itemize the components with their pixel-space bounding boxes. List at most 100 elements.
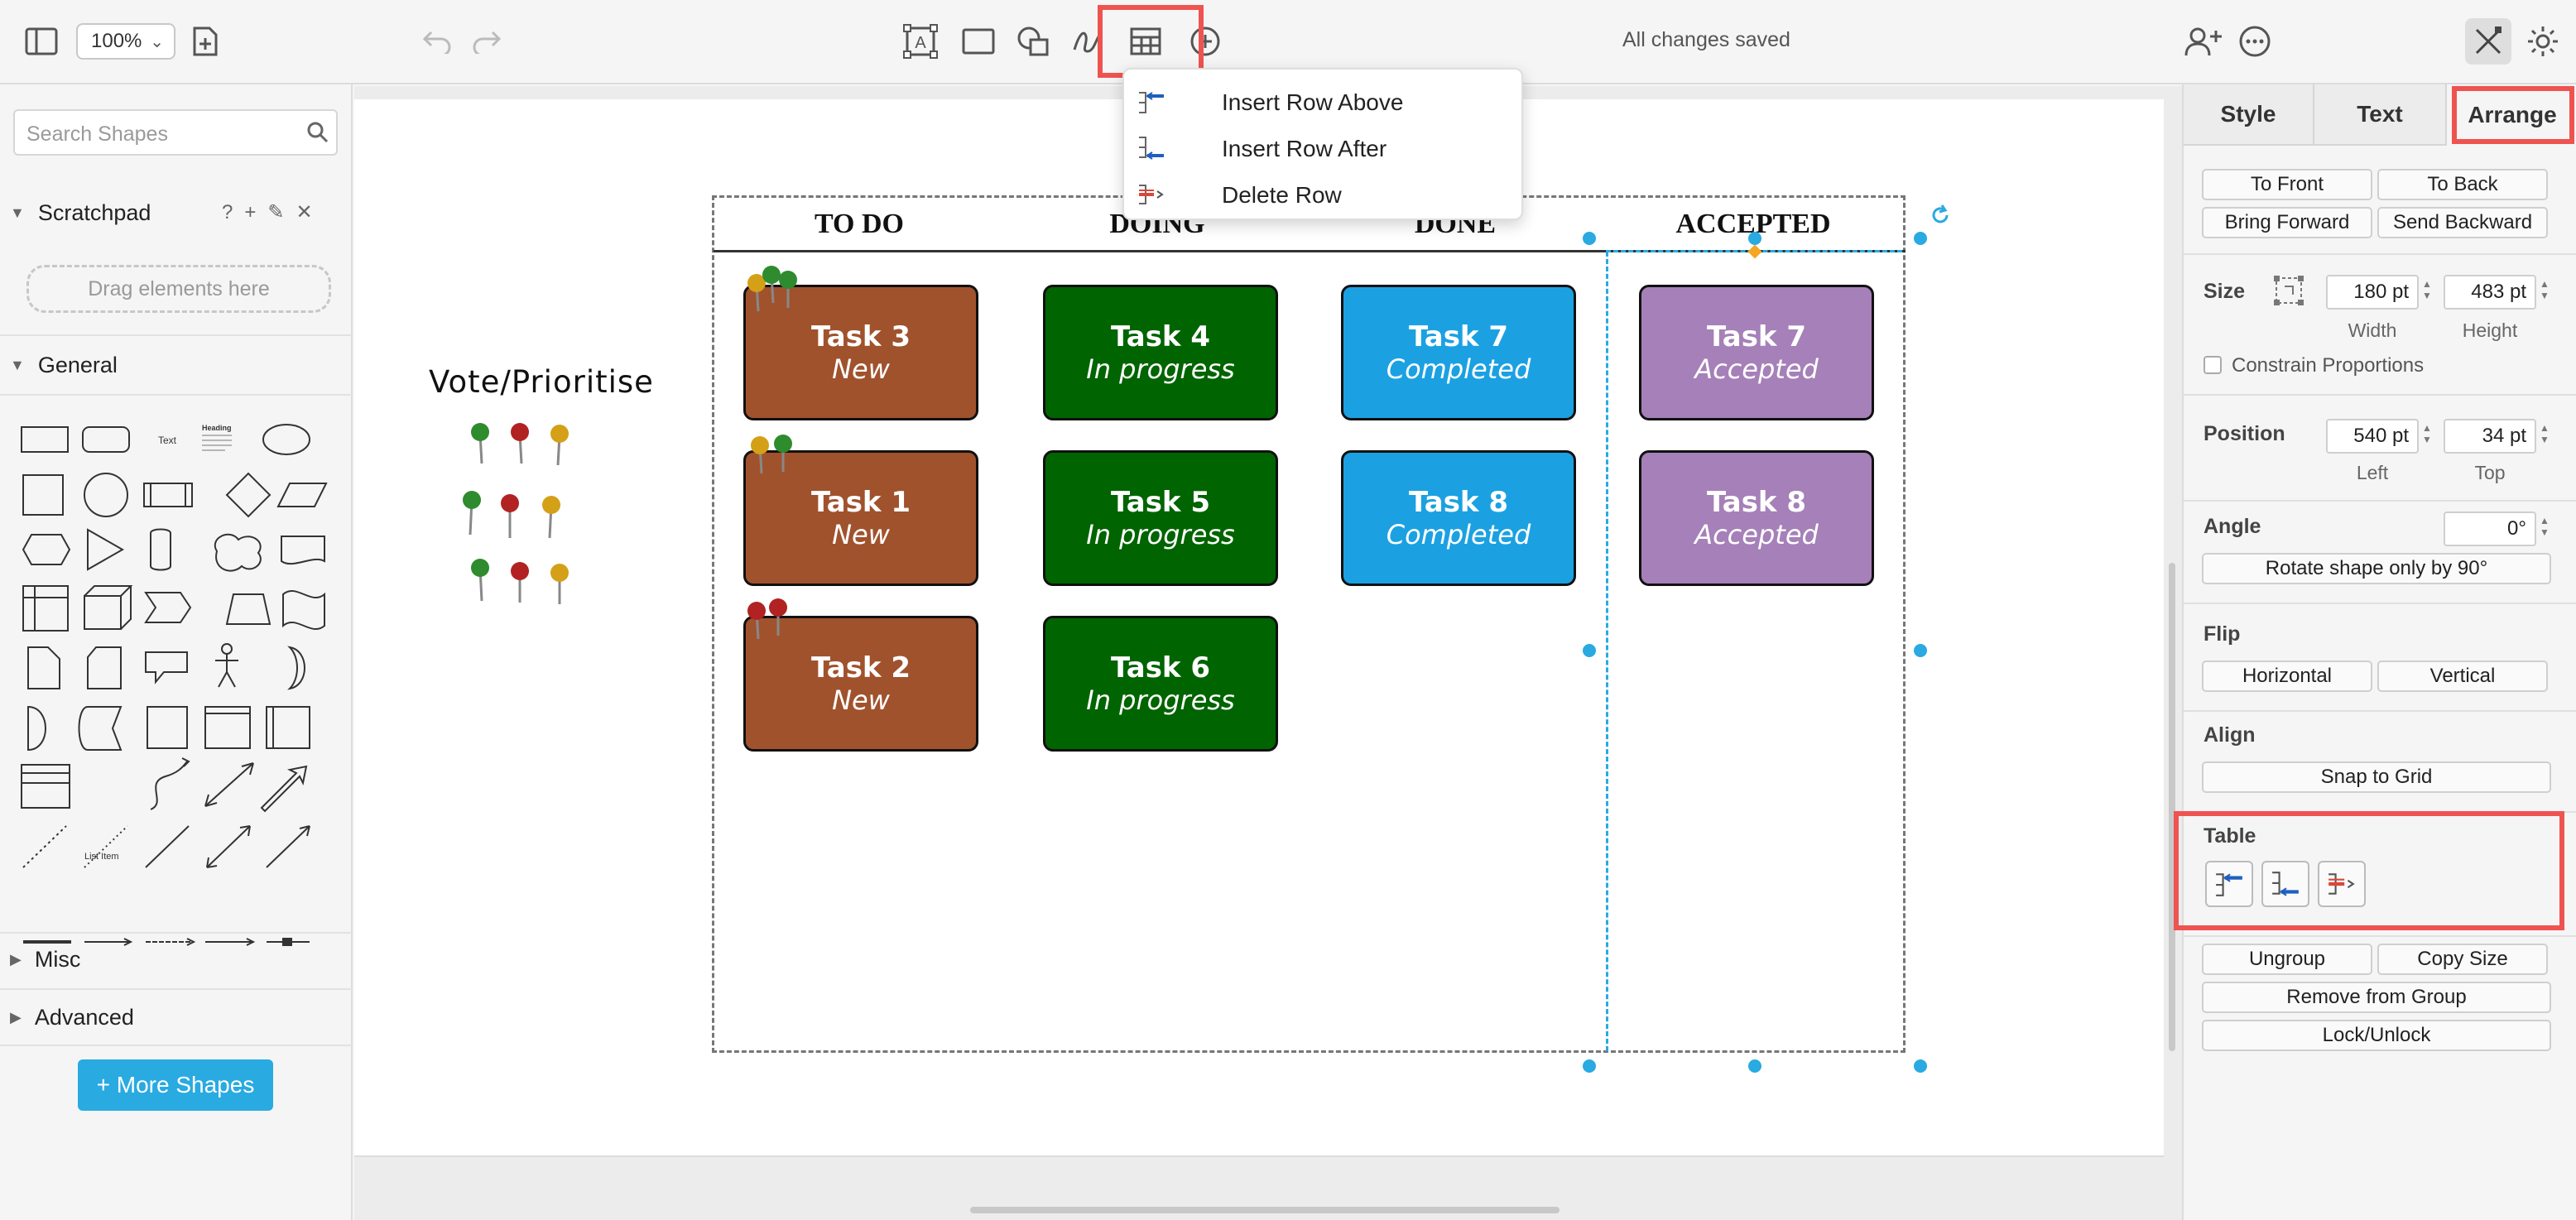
copy-size-button[interactable]: Copy Size (2377, 944, 2548, 975)
snap-to-grid-button[interactable]: Snap to Grid (2202, 761, 2551, 793)
card-pins-task2 (747, 598, 787, 640)
autosize-icon[interactable] (2273, 275, 2304, 306)
menu-delete-row[interactable]: Delete Row (1124, 172, 1525, 219)
scratchpad-header[interactable]: ▼Scratchpad (10, 200, 151, 226)
delete-row-button[interactable] (2318, 861, 2366, 907)
insert-row-above-button[interactable] (2205, 861, 2253, 907)
card-pins-task3 (747, 266, 797, 312)
voting-pins[interactable] (455, 414, 588, 612)
divider (2184, 603, 2576, 604)
height-input[interactable]: 483 pt (2444, 275, 2536, 310)
vote-prioritise-label[interactable]: Vote/Prioritise (429, 364, 654, 400)
advanced-section-header[interactable]: ▶Advanced (10, 1005, 134, 1030)
more-icon[interactable] (2232, 18, 2278, 65)
resize-handle[interactable] (1748, 232, 1761, 245)
table-dropdown-menu: Insert Row Above Insert Row After Delete… (1122, 68, 1523, 220)
zoom-select[interactable]: 100%⌄ (76, 23, 175, 60)
menu-label: Insert Row After (1222, 136, 1387, 161)
constrain-checkbox[interactable] (2204, 356, 2222, 374)
vertical-scrollbar[interactable] (2169, 563, 2175, 1051)
lock-unlock-button[interactable]: Lock/Unlock (2202, 1020, 2551, 1051)
resize-handle[interactable] (1583, 644, 1596, 657)
resize-handle[interactable] (1583, 232, 1596, 245)
angle-input[interactable]: 0° (2444, 512, 2536, 546)
close-icon[interactable]: ✕ (296, 201, 324, 223)
menu-label: Insert Row Above (1222, 89, 1404, 115)
top-input[interactable]: 34 pt (2444, 419, 2536, 454)
insert-row-after-button[interactable] (2261, 861, 2309, 907)
position-label: Position (2204, 422, 2285, 445)
misc-section-header[interactable]: ▶Misc (10, 947, 80, 973)
flip-horizontal-button[interactable]: Horizontal (2202, 660, 2372, 692)
insert-row-after-icon (2272, 872, 2299, 896)
search-icon[interactable] (306, 121, 329, 144)
rectangle-icon[interactable] (955, 18, 1002, 65)
text-tool-icon[interactable]: A (897, 18, 944, 65)
search-input[interactable]: Search Shapes (13, 109, 338, 156)
horizontal-scrollbar[interactable] (970, 1207, 1560, 1213)
divider (0, 932, 353, 934)
scratchpad-dropzone[interactable]: Drag elements here (26, 265, 331, 313)
format-panel-icon[interactable] (2465, 18, 2511, 65)
resize-handle[interactable] (1914, 644, 1927, 657)
menu-insert-row-above[interactable]: Insert Row Above (1124, 79, 1525, 126)
general-section-header[interactable]: ▼General (10, 353, 118, 378)
left-stepper[interactable]: ▲▼ (2422, 422, 2432, 445)
redo-icon[interactable] (464, 18, 510, 65)
add-icon[interactable]: + (244, 201, 268, 223)
ungroup-button[interactable]: Ungroup (2202, 944, 2372, 975)
task-status: New (832, 684, 890, 716)
panel-toggle-icon[interactable] (18, 18, 65, 65)
to-front-button[interactable]: To Front (2202, 169, 2372, 200)
shapes-icon[interactable] (1010, 18, 1056, 65)
width-stepper[interactable]: ▲▼ (2422, 278, 2432, 301)
flip-vertical-button[interactable]: Vertical (2377, 660, 2548, 692)
resize-handle[interactable] (1914, 232, 1927, 245)
shape-library-grid[interactable]: Text Heading List Item (13, 412, 336, 983)
rotate-handle-icon[interactable] (1929, 204, 1952, 227)
table-section-label: Table (2204, 824, 2256, 848)
caret-down-icon: ▼ (10, 204, 25, 221)
tab-text[interactable]: Text (2314, 84, 2447, 146)
theme-icon[interactable] (2520, 18, 2566, 65)
send-backward-button[interactable]: Send Backward (2377, 207, 2548, 238)
divider (2184, 710, 2576, 712)
resize-handle[interactable] (1914, 1059, 1927, 1073)
share-icon[interactable] (2180, 18, 2227, 65)
resize-handle[interactable] (1748, 1059, 1761, 1073)
undo-icon[interactable] (414, 18, 460, 65)
table-icon[interactable] (1122, 18, 1169, 65)
tab-arrange[interactable]: Arrange (2447, 84, 2576, 146)
height-stepper[interactable]: ▲▼ (2540, 278, 2550, 301)
resize-handle[interactable] (1583, 1059, 1596, 1073)
column-header-todo[interactable]: TO DO (814, 209, 904, 239)
freehand-icon[interactable] (1065, 18, 1111, 65)
divider (0, 1045, 353, 1046)
remove-from-group-button[interactable]: Remove from Group (2202, 982, 2551, 1013)
help-icon[interactable]: ? (222, 201, 245, 223)
to-back-button[interactable]: To Back (2377, 169, 2548, 200)
bring-forward-button[interactable]: Bring Forward (2202, 207, 2372, 238)
new-page-icon[interactable] (182, 18, 228, 65)
rotate-90-button[interactable]: Rotate shape only by 90° (2202, 553, 2551, 584)
save-status: All changes saved (1622, 28, 1790, 51)
shape-list-item-sample: List Item (84, 852, 119, 862)
width-input[interactable]: 180 pt (2326, 275, 2419, 310)
tab-style[interactable]: Style (2184, 84, 2314, 146)
menu-insert-row-after[interactable]: Insert Row After (1124, 126, 1525, 172)
more-shapes-button[interactable]: + More Shapes (78, 1059, 273, 1111)
edit-icon[interactable]: ✎ (267, 201, 296, 223)
angle-stepper[interactable]: ▲▼ (2540, 515, 2550, 538)
left-input[interactable]: 540 pt (2326, 419, 2419, 454)
top-stepper[interactable]: ▲▼ (2540, 422, 2550, 445)
